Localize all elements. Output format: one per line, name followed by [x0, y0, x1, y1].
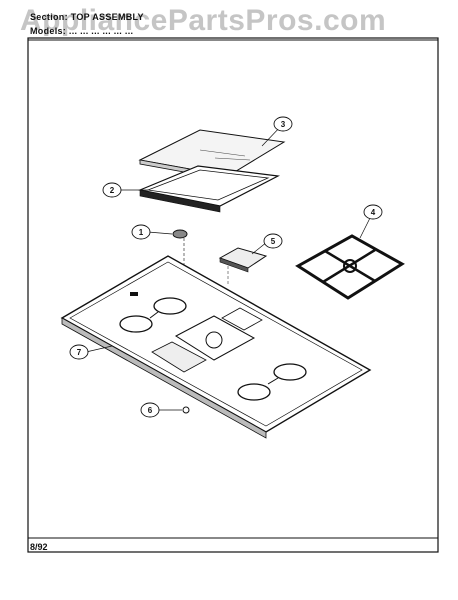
models-line: Models: ... ... ... ... ... ... — [30, 26, 134, 36]
callout-1: 1 — [131, 224, 151, 240]
part-4-grate — [295, 234, 405, 300]
part-2-frame — [137, 165, 280, 213]
callout-7: 7 — [69, 344, 89, 360]
part-6-screw — [182, 406, 190, 414]
svg-text:3: 3 — [281, 120, 286, 129]
callout-5: 5 — [263, 233, 283, 249]
revision-date: 8/92 — [30, 542, 48, 552]
callout-6: 6 — [140, 402, 160, 418]
section-title: Section: TOP ASSEMBLY — [30, 12, 144, 22]
callout-2: 2 — [102, 182, 122, 198]
svg-text:6: 6 — [148, 406, 153, 415]
part-5-tray — [218, 247, 268, 286]
svg-text:7: 7 — [77, 348, 82, 357]
callout-3: 3 — [273, 116, 293, 132]
watermark-text: AppliancePartsPros.com — [20, 4, 387, 37]
diagram-frame — [27, 37, 439, 553]
svg-text:1: 1 — [139, 228, 144, 237]
part-7-cooktop — [60, 255, 372, 439]
svg-text:4: 4 — [371, 208, 376, 217]
svg-text:2: 2 — [110, 186, 115, 195]
callout-4: 4 — [363, 204, 383, 220]
svg-text:5: 5 — [271, 237, 276, 246]
